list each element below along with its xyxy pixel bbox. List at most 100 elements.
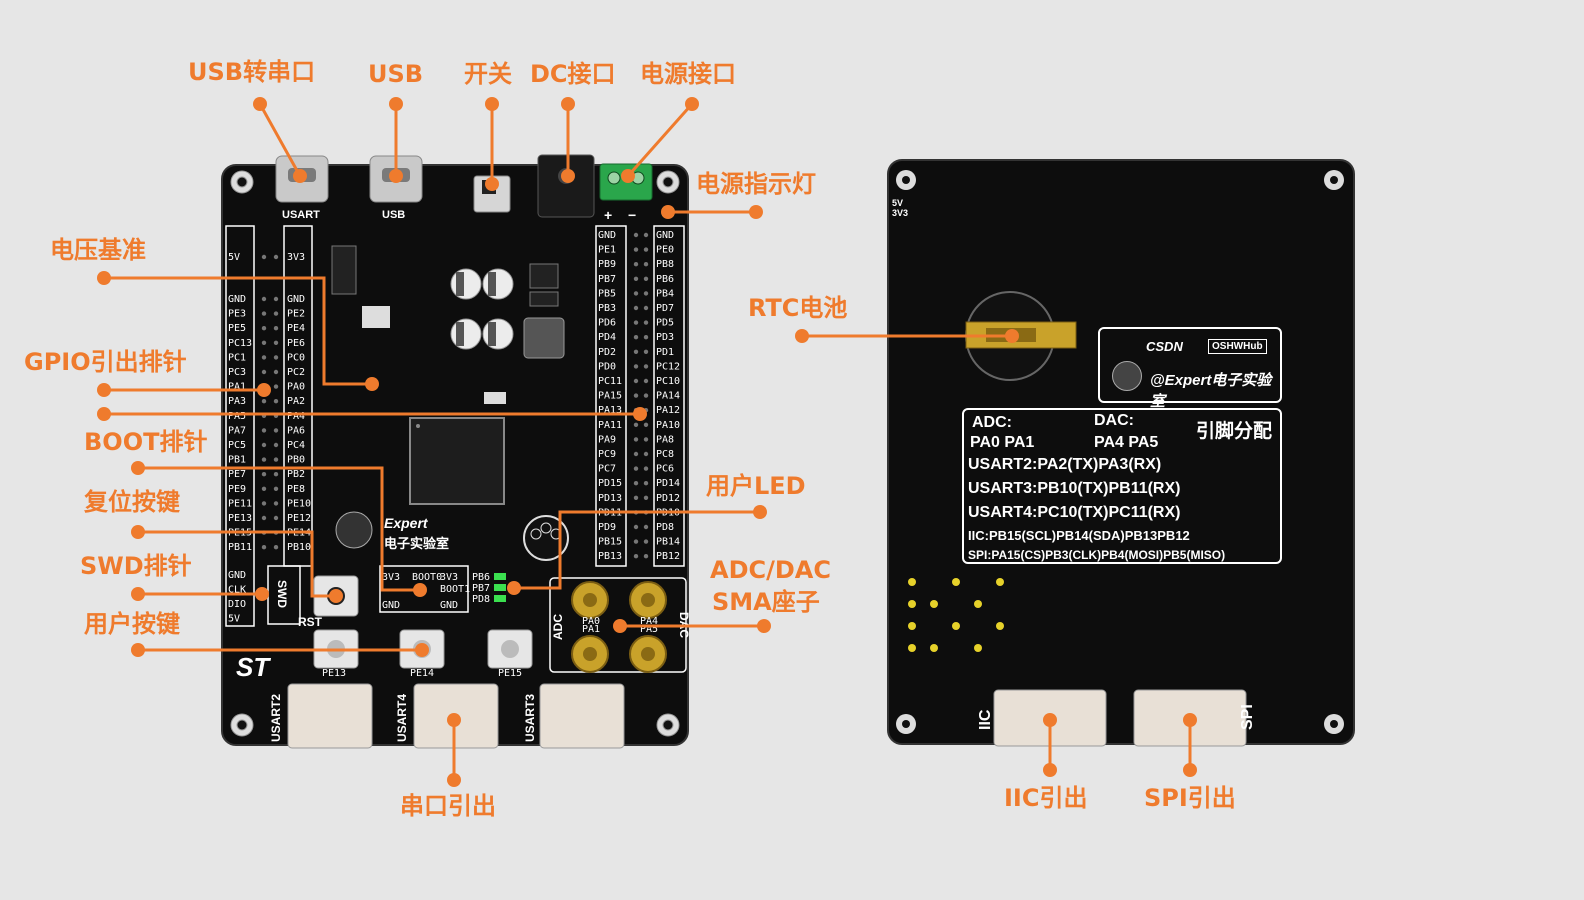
swd-pin-label: DIO xyxy=(228,599,246,610)
header-pin-pad xyxy=(644,233,648,237)
header-pin-label: PB12 xyxy=(656,551,680,562)
swd-silk: SWD xyxy=(275,580,289,608)
label-user-led: 用户LED xyxy=(706,474,806,498)
header-pin-pad xyxy=(644,496,648,500)
yellow-pad xyxy=(996,578,1004,586)
header-pin-label: PC7 xyxy=(598,464,616,475)
user-led-label: PD8 xyxy=(472,594,490,605)
header-pin-pad xyxy=(634,496,638,500)
user-leds: PB6PB7PD8 xyxy=(472,572,506,605)
header-pin-pad xyxy=(634,247,638,251)
header-pin-label: PE11 xyxy=(228,498,252,509)
header-pin-label: PE5 xyxy=(228,323,246,334)
header-pin-label: PD12 xyxy=(656,493,680,504)
pin-assignment-table: ADC: DAC: 引脚分配 PA0 PA1 PA4 PA5 USART2:PA… xyxy=(962,408,1282,564)
header-pin-pad xyxy=(634,306,638,310)
header-pin-pad xyxy=(644,437,648,441)
header-pin-pad xyxy=(634,423,638,427)
line-usart4: USART4:PC10(TX)PC11(RX) xyxy=(968,504,1180,522)
label-switch: 开关 xyxy=(464,62,512,86)
header-pin-label: PD3 xyxy=(656,332,674,343)
header-pin-label: PB13 xyxy=(598,551,622,562)
label-iic-out: IIC引出 xyxy=(1004,786,1087,810)
yellow-pad xyxy=(908,600,916,608)
line-usart3: USART3:PB10(TX)PB11(RX) xyxy=(968,480,1180,498)
sma-adc-silk: ADC xyxy=(551,614,565,640)
header-pin-label: PC8 xyxy=(656,449,674,460)
header-pin-label: PC5 xyxy=(228,440,246,451)
header-pin-label: PA0 xyxy=(287,382,305,393)
author-text: @Expert电子实验室 xyxy=(1150,369,1280,411)
line-iic: IIC:PB15(SCL)PB14(SDA)PB13PB12 xyxy=(968,528,1190,543)
header-pin-label: PA7 xyxy=(228,425,246,436)
header-pin-pad xyxy=(634,452,638,456)
header-pin-label: PE9 xyxy=(228,484,246,495)
header-pin-label: PD9 xyxy=(598,522,616,533)
header-pin-pad xyxy=(644,291,648,295)
header-pin-label: PE2 xyxy=(287,309,305,320)
boot-pin-label: 3V3 xyxy=(382,572,400,583)
header-pin-label: PA2 xyxy=(287,396,305,407)
header-pin-pad xyxy=(634,393,638,397)
header-pin-pad xyxy=(644,335,648,339)
label-uart-out: 串口引出 xyxy=(400,794,496,818)
header-pin-pad xyxy=(274,384,278,388)
pe13-silk: PE13 xyxy=(322,668,346,679)
label-user-key: 用户按键 xyxy=(84,612,180,636)
header-pin-pad xyxy=(634,350,638,354)
header-pin-pad xyxy=(274,255,278,259)
header-pin-pad xyxy=(634,539,638,543)
line-spi: SPI:PA15(CS)PB3(CLK)PB4(MOSI)PB5(MISO) xyxy=(968,548,1225,562)
label-spi-out: SPI引出 xyxy=(1144,786,1236,810)
header-pin-pad xyxy=(262,428,266,432)
yellow-pad xyxy=(974,600,982,608)
header-pin-label: PE1 xyxy=(598,245,616,256)
yellow-pad xyxy=(908,578,916,586)
brand-silk: Expert xyxy=(384,515,429,531)
header-pin-label: PB2 xyxy=(287,469,305,480)
label-boot: BOOT排针 xyxy=(84,430,207,454)
header-pin-pad xyxy=(644,466,648,470)
header-pin-pad xyxy=(644,262,648,266)
header-pin-label: PD1 xyxy=(656,347,674,358)
header-pin-label: PA5 xyxy=(228,411,246,422)
header-pin-pad xyxy=(274,370,278,374)
boot-pin-label: 3V3 xyxy=(440,572,458,583)
header-pin-pad xyxy=(274,399,278,403)
header-pin-pad xyxy=(634,437,638,441)
header-pin-label: PA8 xyxy=(656,434,674,445)
header-pin-label: PD13 xyxy=(598,493,622,504)
header-pin-pad xyxy=(644,277,648,281)
header-pin-pad xyxy=(644,481,648,485)
header-pin-pad xyxy=(634,364,638,368)
back-5v-silk: 5V xyxy=(892,198,903,208)
header-pin-label: PD4 xyxy=(598,332,616,343)
spi-silk: SPI xyxy=(1239,704,1256,730)
header-pin-label: PE3 xyxy=(228,309,246,320)
header-pin-pad xyxy=(644,393,648,397)
swd-pin-label: GND xyxy=(228,570,246,581)
brand-logo xyxy=(336,512,372,548)
rst-silk: RST xyxy=(298,615,323,629)
header-pin-label: PB8 xyxy=(656,259,674,270)
header-pin-label: 3V3 xyxy=(287,252,305,263)
header-pin-pad xyxy=(644,539,648,543)
label-rtc: RTC电池 xyxy=(748,296,847,320)
svg-text:−: − xyxy=(628,207,636,223)
label-usb: USB xyxy=(368,62,423,86)
label-usb-serial: USB转串口 xyxy=(188,60,315,84)
header-pin-label: 5V xyxy=(228,252,240,263)
header-pin-pad xyxy=(262,443,266,447)
author-avatar xyxy=(1112,361,1142,391)
label-gpio: GPIO引出排针 xyxy=(24,350,187,374)
header-pin-pad xyxy=(274,355,278,359)
user-led-label: PB6 xyxy=(472,572,490,583)
header-pin-label: PB6 xyxy=(656,274,674,285)
header-pin-pad xyxy=(634,379,638,383)
label-adc-dac: ADC/DAC xyxy=(710,558,831,582)
header-pin-label: PA4 xyxy=(287,411,305,422)
header-pin-label: PB9 xyxy=(598,259,616,270)
header-pin-pad xyxy=(644,350,648,354)
line-usart2: USART2:PA2(TX)PA3(RX) xyxy=(968,456,1161,474)
